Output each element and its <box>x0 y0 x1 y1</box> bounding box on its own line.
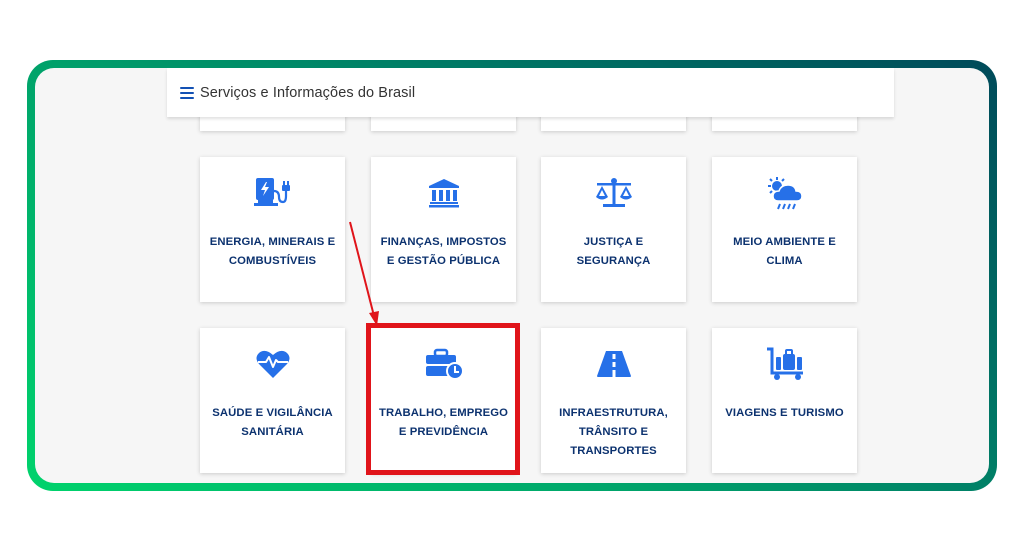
card-label: JUSTIÇA E SEGURANÇA <box>576 236 651 267</box>
header-title[interactable]: Serviços e Informações do Brasil <box>200 84 416 101</box>
card-label: ENERGIA, MINERAIS E COMBUSTÍVEIS <box>209 236 336 267</box>
card-trabalho[interactable]: TRABALHO, EMPREGO E PREVIDÊNCIA <box>371 328 516 473</box>
card-justica[interactable]: JUSTIÇA E SEGURANÇA <box>541 157 686 302</box>
screenshot-frame: Serviços e Informações do Brasil ENERGIA… <box>27 60 997 491</box>
card-label: SAÚDE E VIGILÂNCIA SANITÁRIA <box>212 407 333 438</box>
briefcase-clock-icon <box>424 346 464 382</box>
card-partial-1[interactable] <box>200 113 345 131</box>
card-viagens[interactable]: VIAGENS E TURISMO <box>712 328 857 473</box>
site-header: Serviços e Informações do Brasil <box>167 68 894 117</box>
bank-building-icon <box>424 175 464 211</box>
card-partial-2[interactable] <box>371 113 516 131</box>
ev-charger-icon <box>253 175 293 211</box>
luggage-cart-icon <box>765 346 805 382</box>
card-label: VIAGENS E TURISMO <box>725 407 844 419</box>
card-label: TRABALHO, EMPREGO E PREVIDÊNCIA <box>378 407 509 438</box>
card-financas[interactable]: FINANÇAS, IMPOSTOS E GESTÃO PÚBLICA <box>371 157 516 302</box>
card-meio-ambiente[interactable]: MEIO AMBIENTE E CLIMA <box>712 157 857 302</box>
card-saude[interactable]: SAÚDE E VIGILÂNCIA SANITÁRIA <box>200 328 345 473</box>
hamburger-menu-icon[interactable] <box>180 86 194 99</box>
scales-of-justice-icon <box>594 175 634 211</box>
card-partial-4[interactable] <box>712 113 857 131</box>
card-label: FINANÇAS, IMPOSTOS E GESTÃO PÚBLICA <box>380 236 507 267</box>
sun-cloud-rain-icon <box>765 175 805 211</box>
card-energia[interactable]: ENERGIA, MINERAIS E COMBUSTÍVEIS <box>200 157 345 302</box>
page-viewport: Serviços e Informações do Brasil ENERGIA… <box>35 68 989 483</box>
card-label: INFRAESTRUTURA, TRÂNSITO E TRANSPORTES <box>559 407 668 457</box>
card-infraestrutura[interactable]: INFRAESTRUTURA, TRÂNSITO E TRANSPORTES <box>541 328 686 473</box>
card-partial-3[interactable] <box>541 113 686 131</box>
card-label: MEIO AMBIENTE E CLIMA <box>733 236 836 267</box>
heart-pulse-icon <box>253 346 293 382</box>
road-icon <box>594 346 634 382</box>
